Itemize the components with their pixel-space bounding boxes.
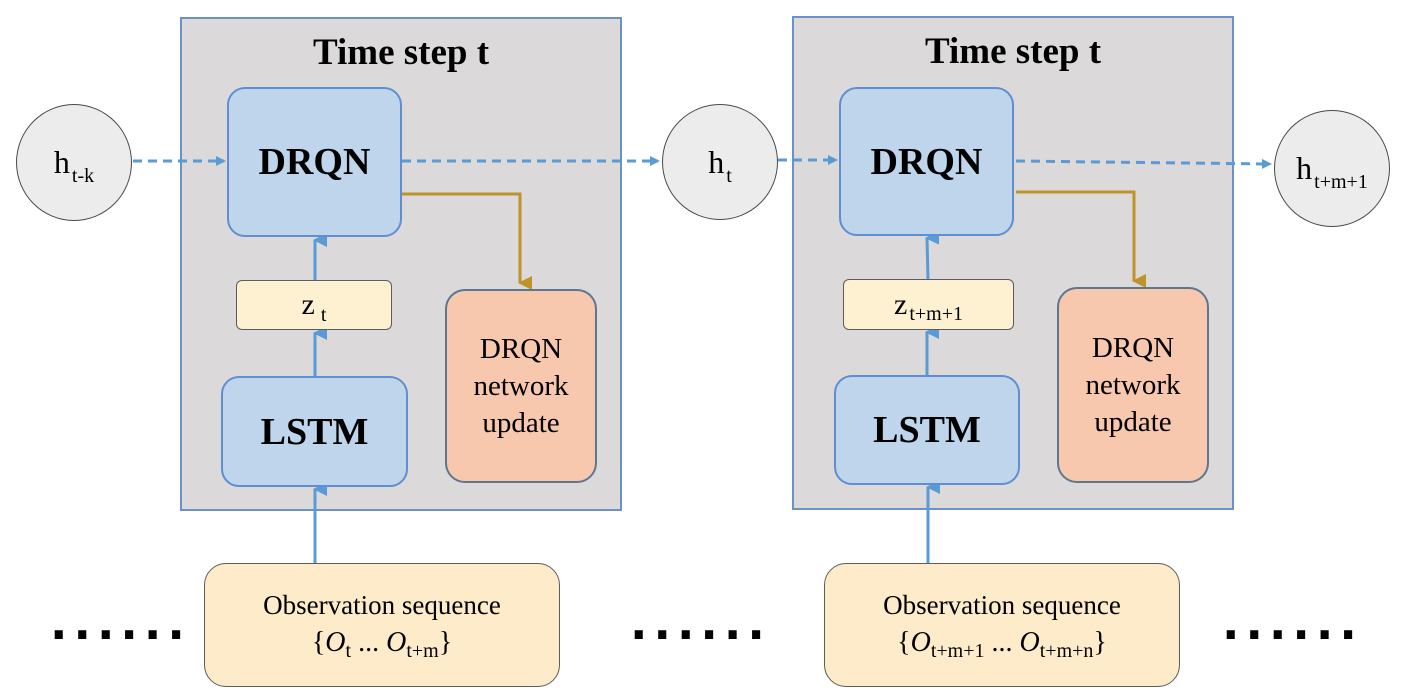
hidden-state-subscript: t+m+1 bbox=[1314, 171, 1368, 193]
observation-range: {Ot ... Ot+m} bbox=[311, 627, 453, 662]
drqn-network-update-box: DRQN network update bbox=[445, 289, 597, 483]
ellipsis-middle: ...... bbox=[630, 596, 771, 650]
drqn-module: DRQN bbox=[839, 87, 1014, 236]
time-step-title: Time step t bbox=[924, 31, 1102, 72]
ellipsis-right: ...... bbox=[1222, 596, 1363, 650]
time-step-title: Time step t bbox=[312, 32, 490, 73]
latent-z-subscript: t bbox=[320, 303, 327, 326]
hidden-state-subscript: t bbox=[726, 164, 732, 187]
hidden-state-label: h bbox=[53, 144, 70, 180]
update-line-1: DRQN bbox=[479, 332, 563, 365]
update-line-2: network bbox=[473, 369, 569, 402]
ellipsis-left: ...... bbox=[50, 596, 191, 650]
update-arrow-1 bbox=[402, 192, 532, 290]
arrow-z-to-drqn-2 bbox=[925, 230, 940, 280]
latent-z-label: z bbox=[894, 287, 908, 321]
observation-sequence-box: Observation sequence {Ot ... Ot+m} bbox=[204, 563, 560, 687]
observation-title: Observation sequence bbox=[263, 590, 501, 620]
observation-sequence-box: Observation sequence {Ot+m+1 ... Ot+m+n} bbox=[824, 563, 1180, 687]
observation-range: {Ot+m+1 ... Ot+m+n} bbox=[897, 627, 1107, 662]
update-line-3: update bbox=[482, 406, 560, 439]
update-line-2: network bbox=[1085, 368, 1181, 401]
hidden-state-label: h bbox=[1296, 150, 1313, 186]
update-arrow-2 bbox=[1016, 190, 1146, 288]
hidden-state-subscript: t-k bbox=[71, 165, 95, 187]
drqn-module: DRQN bbox=[227, 87, 402, 237]
hidden-state-label: h bbox=[708, 143, 725, 180]
drqn-network-update-box: DRQN network update bbox=[1057, 287, 1209, 483]
dashed-arrow-drqn-to-ht-m-1 bbox=[1015, 158, 1272, 169]
latent-z-label: z bbox=[301, 288, 315, 321]
update-line-3: update bbox=[1094, 405, 1172, 438]
latent-z-subscript: t+m+1 bbox=[909, 303, 963, 325]
lstm-module: LSTM bbox=[221, 376, 408, 487]
observation-title: Observation sequence bbox=[883, 590, 1121, 620]
update-line-1: DRQN bbox=[1091, 331, 1175, 364]
lstm-module: LSTM bbox=[834, 375, 1020, 485]
